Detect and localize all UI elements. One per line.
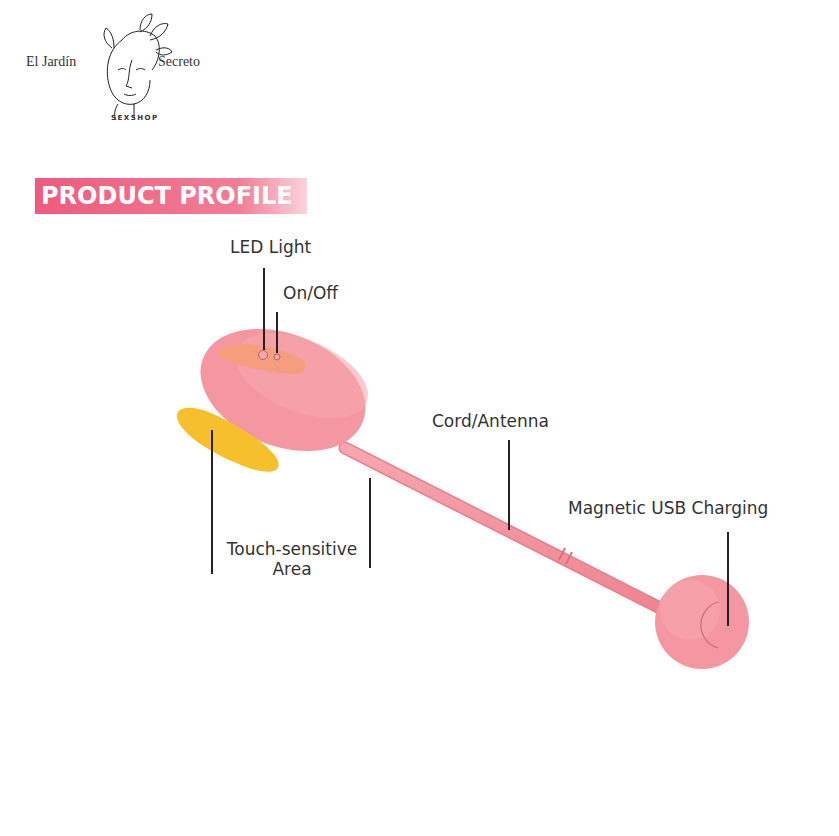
part-name: Cord/Antenna xyxy=(432,412,549,432)
part-name: Magnetic USB Charging xyxy=(568,499,768,519)
leader-lines xyxy=(212,268,728,626)
charging-ball xyxy=(655,575,749,669)
part-name: On/Off xyxy=(283,284,338,304)
on-off-button xyxy=(274,354,280,360)
banner-box: PRODUCT PROFILE xyxy=(35,178,307,214)
part-name: LED Light xyxy=(230,238,311,258)
led-light xyxy=(259,351,268,360)
part-name: Touch-sensitive Area xyxy=(218,540,366,579)
logo-subtitle: SEXSHOP xyxy=(111,114,159,122)
top-touch-area xyxy=(218,344,306,374)
ball-highlight xyxy=(660,580,720,640)
magnetic-contact xyxy=(701,602,718,648)
cord-outline xyxy=(345,448,668,612)
logo-text: Secreto xyxy=(158,54,200,70)
logo-text: El Jardín xyxy=(26,54,76,70)
cord xyxy=(345,448,668,612)
banner-title: PRODUCT PROFILE xyxy=(41,182,293,210)
cord-joint xyxy=(559,548,565,560)
cord-joint xyxy=(566,552,572,564)
side-touch-area xyxy=(177,408,279,472)
banner-band xyxy=(35,178,307,214)
